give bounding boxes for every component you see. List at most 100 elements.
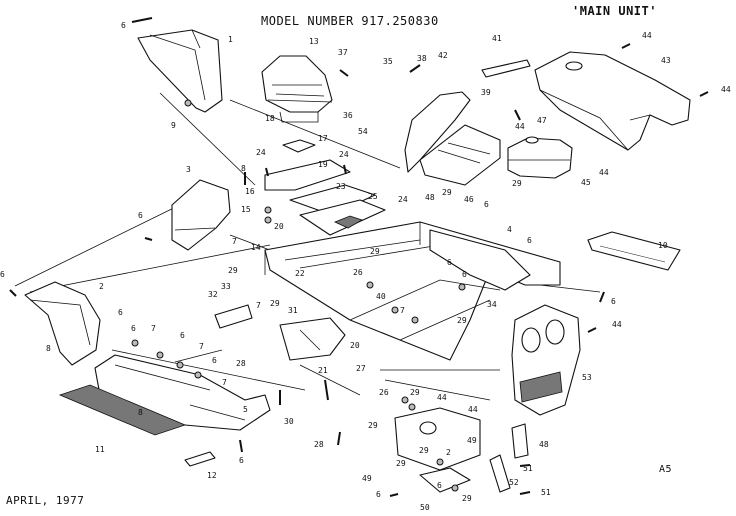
callout-c29i: 29 xyxy=(396,459,406,468)
fasteners xyxy=(9,17,709,497)
callout-c24b: 24 xyxy=(339,150,349,159)
callout-c10: 10 xyxy=(658,241,668,250)
callout-c2b: 2 xyxy=(446,448,451,457)
callout-c7a: 7 xyxy=(232,237,237,246)
callout-c22: 22 xyxy=(295,269,305,278)
callout-c31: 31 xyxy=(288,306,298,315)
callout-c47: 47 xyxy=(537,116,547,125)
callout-c39: 39 xyxy=(481,88,491,97)
rear-fender-part-1 xyxy=(137,29,223,113)
seat-bracket-assembly xyxy=(264,139,386,236)
callout-c29a: 29 xyxy=(442,188,452,197)
rear-plate-part-10 xyxy=(587,231,681,271)
model-number-label: MODEL NUMBER 917.250830 xyxy=(261,14,439,28)
fuel-tank-part-47 xyxy=(507,136,573,179)
callout-c50: 50 xyxy=(420,503,430,512)
callout-c6a: 6 xyxy=(121,21,126,30)
callout-c44g: 44 xyxy=(468,405,478,414)
callout-c29k: 29 xyxy=(419,446,429,455)
callout-c28b: 28 xyxy=(314,440,324,449)
date-label: APRIL, 1977 xyxy=(6,494,85,507)
front-grille-part-53 xyxy=(511,304,581,416)
dash-panel-part-39 xyxy=(404,91,501,186)
callout-c7b: 7 xyxy=(256,301,261,310)
callout-c44d: 44 xyxy=(599,168,609,177)
callout-c53: 53 xyxy=(582,373,592,382)
callout-c13: 13 xyxy=(309,37,319,46)
callout-c16: 16 xyxy=(245,187,255,196)
callout-c15: 15 xyxy=(241,205,251,214)
callout-c46a: 46 xyxy=(464,195,474,204)
front-fender-part-2 xyxy=(24,281,101,366)
callout-c14: 14 xyxy=(251,243,261,252)
callout-c5: 5 xyxy=(243,405,248,414)
callout-c37: 37 xyxy=(338,48,348,57)
main-unit-title: 'MAIN UNIT' xyxy=(572,4,657,18)
callout-c29g: 29 xyxy=(410,388,420,397)
callout-c6c: 6 xyxy=(138,211,143,220)
callout-c29c: 29 xyxy=(370,247,380,256)
callout-c35: 35 xyxy=(383,57,393,66)
callout-c44f: 44 xyxy=(437,393,447,402)
callout-c20b: 20 xyxy=(350,341,360,350)
foot-mat-part-11 xyxy=(58,384,187,436)
callout-c8b: 8 xyxy=(46,344,51,353)
callout-c24a: 24 xyxy=(256,148,266,157)
callout-c1: 1 xyxy=(228,35,233,44)
callout-c29d: 29 xyxy=(228,266,238,275)
callout-c29j: 29 xyxy=(462,494,472,503)
callout-c32: 32 xyxy=(208,290,218,299)
callout-c29e: 29 xyxy=(270,299,280,308)
callout-c23: 23 xyxy=(336,182,346,191)
callout-c6i: 6 xyxy=(447,258,452,267)
callout-c2: 2 xyxy=(99,282,104,291)
callout-c41: 41 xyxy=(492,34,502,43)
callout-c6k: 6 xyxy=(212,356,217,365)
callout-c51a: 51 xyxy=(523,464,533,473)
callout-c42a: 42 xyxy=(438,51,448,60)
callout-c8a: 8 xyxy=(241,164,246,173)
callout-c6j: 6 xyxy=(131,324,136,333)
callout-c6e: 6 xyxy=(0,270,5,279)
callout-c44e: 44 xyxy=(612,320,622,329)
callout-c40: 40 xyxy=(376,292,386,301)
bracket-part-20 xyxy=(279,317,346,361)
callout-c7c: 7 xyxy=(151,324,156,333)
bracket-part-48 xyxy=(511,423,529,459)
callout-c20: 20 xyxy=(274,222,284,231)
callout-c44c: 44 xyxy=(515,122,525,131)
callout-c6b: 6 xyxy=(484,200,489,209)
callout-c48b: 48 xyxy=(539,440,549,449)
callout-c28a: 28 xyxy=(236,359,246,368)
callout-c19: 19 xyxy=(318,160,328,169)
hood-part-43 xyxy=(534,51,691,151)
callout-c18: 18 xyxy=(265,114,275,123)
callout-c6o: 6 xyxy=(239,456,244,465)
callout-c6n: 6 xyxy=(437,481,442,490)
callout-c36: 36 xyxy=(343,111,353,120)
callout-c3: 3 xyxy=(186,165,191,174)
callout-c51b: 51 xyxy=(541,488,551,497)
callout-c29h: 29 xyxy=(368,421,378,430)
callout-c24c: 24 xyxy=(398,195,408,204)
callout-c6g: 6 xyxy=(180,331,185,340)
callout-c34: 34 xyxy=(487,300,497,309)
callout-c6d: 6 xyxy=(527,236,532,245)
callout-c26: 26 xyxy=(353,268,363,277)
callout-c9: 9 xyxy=(171,121,176,130)
callout-c6m: 6 xyxy=(376,490,381,499)
callout-c6l: 6 xyxy=(611,297,616,306)
callout-c45: 45 xyxy=(581,178,591,187)
callout-c48a: 48 xyxy=(425,193,435,202)
callout-c6f: 6 xyxy=(118,308,123,317)
callout-c21: 21 xyxy=(318,366,328,375)
callout-c29f: 29 xyxy=(457,316,467,325)
chassis-frame-part-4 xyxy=(264,221,561,361)
callout-c30: 30 xyxy=(284,417,294,426)
callout-c7f: 7 xyxy=(400,306,405,315)
callout-c7d: 7 xyxy=(199,342,204,351)
callout-c8c: 8 xyxy=(138,408,143,417)
callout-c44b: 44 xyxy=(721,85,731,94)
